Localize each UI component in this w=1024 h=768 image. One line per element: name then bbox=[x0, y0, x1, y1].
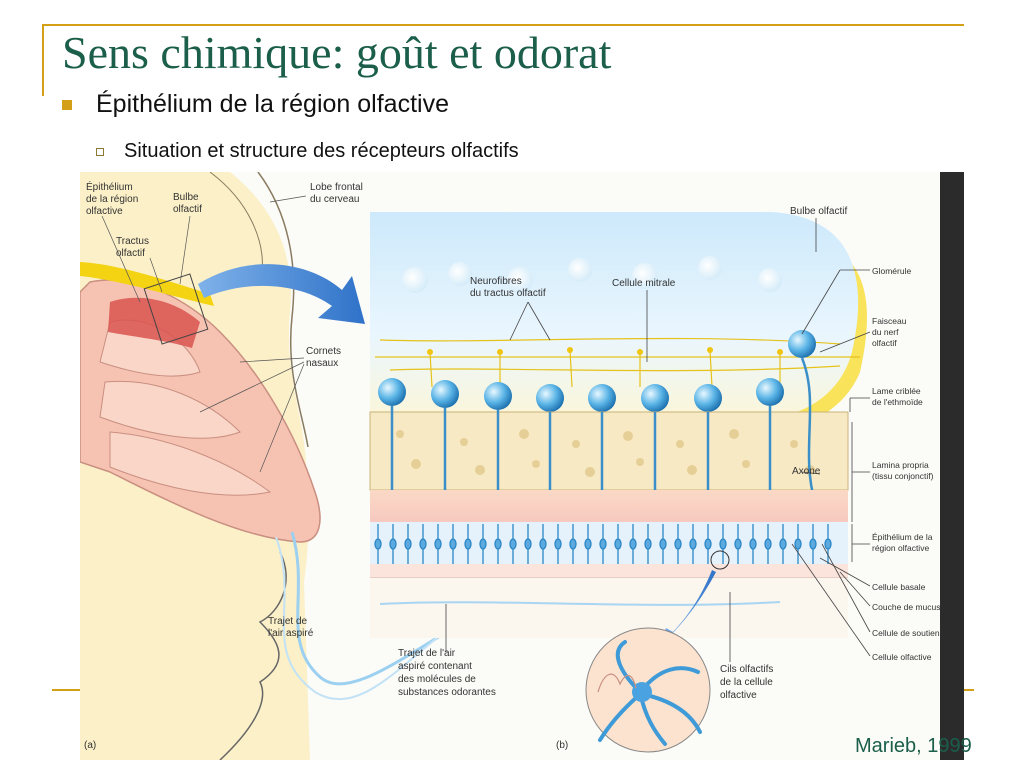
hollow-square-bullet-icon bbox=[96, 147, 104, 156]
receptor-cells bbox=[374, 524, 832, 564]
bottom-rule-left bbox=[52, 689, 82, 691]
left-rule bbox=[42, 24, 44, 96]
slide-title: Sens chimique: goût et odorat bbox=[62, 27, 612, 78]
top-rule bbox=[42, 24, 964, 26]
bullet-level1: Épithélium de la région olfactive bbox=[62, 90, 449, 119]
bottom-rule-right bbox=[960, 689, 974, 691]
zoom-arrow-icon bbox=[198, 264, 365, 324]
panel-a-tag: (a) bbox=[84, 740, 96, 751]
label-b-axone: Axone bbox=[792, 466, 821, 477]
square-bullet-icon bbox=[62, 99, 72, 110]
label-b-mitrale: Cellule mitrale bbox=[612, 278, 676, 289]
label-b-basale: Cellule basale bbox=[872, 582, 926, 592]
label-b-glomerule: Glomérule bbox=[872, 266, 911, 276]
source-credit: Marieb, 1999 bbox=[855, 735, 972, 757]
label-b-soutien: Cellule de soutien bbox=[872, 628, 940, 638]
bullet-level2-text: Situation et structure des récepteurs ol… bbox=[124, 140, 519, 162]
label-b-lamina: Lamina propria(tissu conjonctif) bbox=[872, 460, 934, 481]
bullet-level1-text: Épithélium de la région olfactive bbox=[96, 90, 449, 118]
glomeruli bbox=[378, 330, 816, 412]
label-b-bulbe: Bulbe olfactif bbox=[790, 206, 847, 217]
panel-b-tag: (b) bbox=[556, 740, 568, 751]
label-b-mucus: Couche de mucus bbox=[872, 602, 941, 612]
label-b-olfactive: Cellule olfactive bbox=[872, 652, 932, 662]
bullet-level2: Situation et structure des récepteurs ol… bbox=[96, 140, 519, 163]
